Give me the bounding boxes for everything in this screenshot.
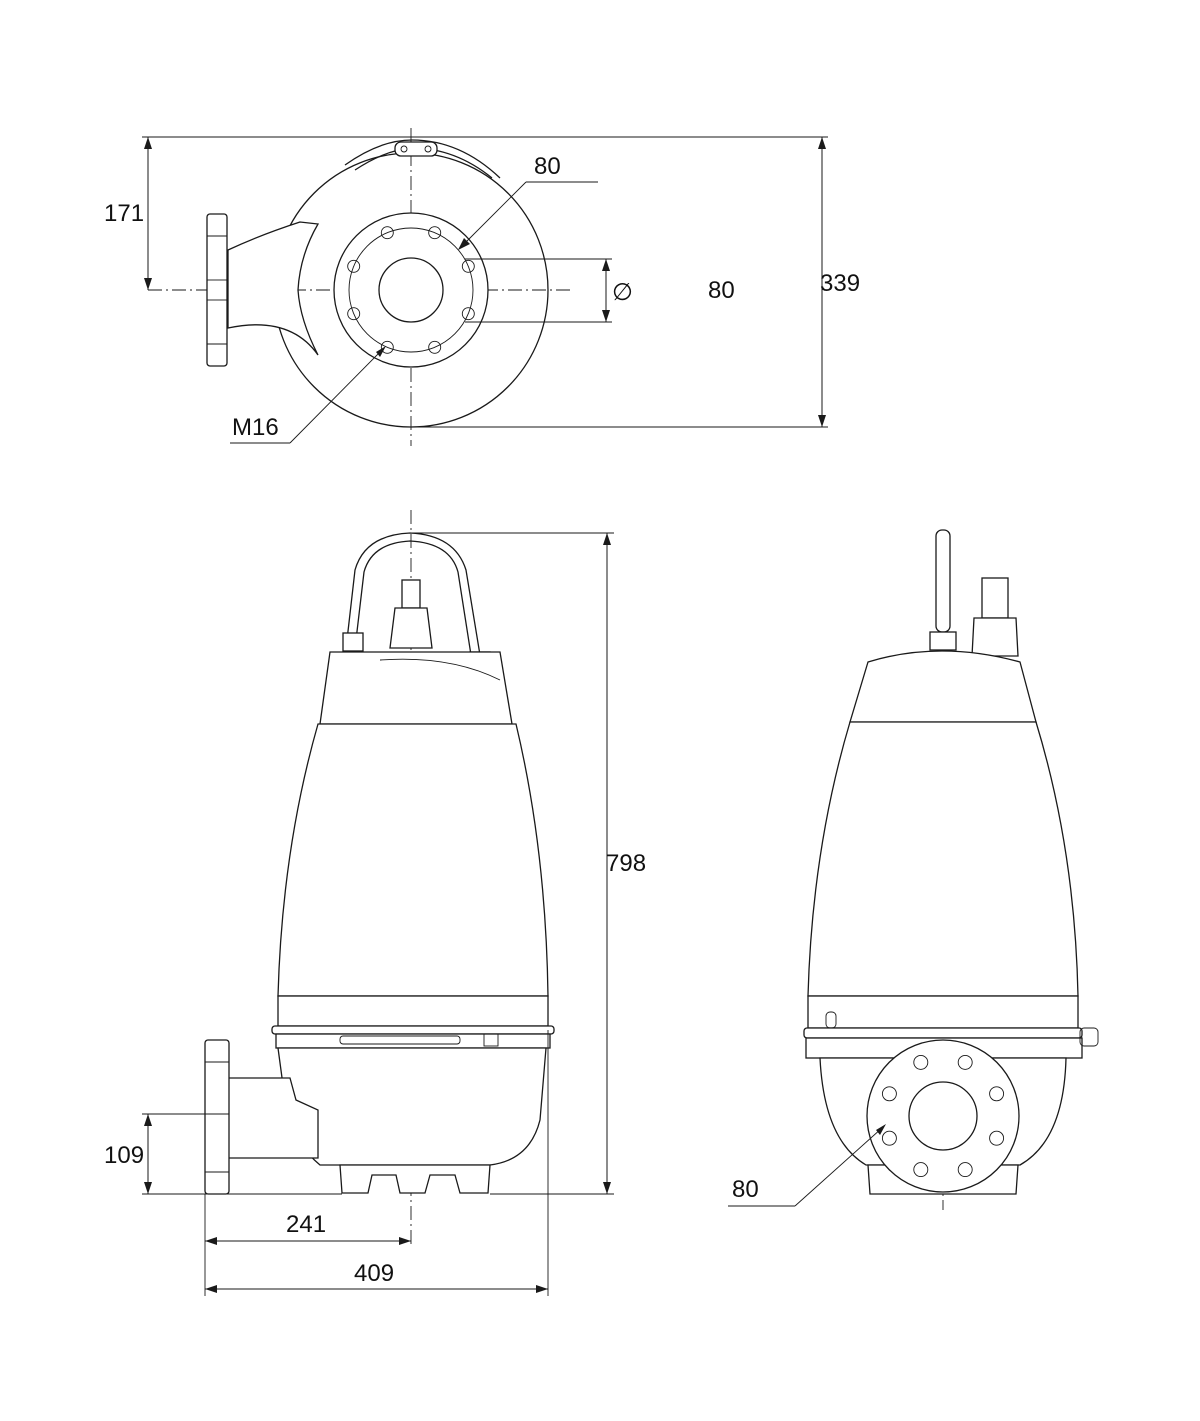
dim-arrow	[144, 1114, 152, 1126]
dim-arrow	[399, 1237, 411, 1245]
handle-clamp	[394, 141, 438, 157]
cable	[981, 577, 1009, 619]
front-view: 80	[728, 529, 1099, 1210]
dim-arrow	[603, 1182, 611, 1194]
clamp-ring	[271, 1025, 555, 1035]
outlet-flange-outer	[866, 1039, 1020, 1193]
lifting-bail-inner	[355, 540, 472, 656]
leader-arrow	[458, 238, 470, 250]
dim-arrow	[818, 137, 826, 149]
bolt-hole	[347, 307, 361, 321]
bolt-hole	[380, 340, 394, 354]
leader-arrow	[876, 1124, 886, 1135]
clamp-bolt	[424, 145, 432, 153]
motor-base-ring	[807, 995, 1079, 1029]
dim-arrow	[205, 1237, 217, 1245]
front-outlet-size-label: 80	[732, 1176, 759, 1203]
outlet-flange-outer	[333, 212, 489, 368]
dim-arrow	[818, 415, 826, 427]
motor-body	[277, 723, 549, 997]
dim-339-label: 339	[820, 270, 860, 297]
outlet-flange	[204, 1039, 230, 1195]
pump-feet	[339, 1164, 491, 1194]
bolt-thread-label: M16	[232, 414, 279, 441]
bail-nut	[342, 632, 364, 652]
side-view: 798 109 241 409	[104, 510, 646, 1296]
dim-arrow	[144, 278, 152, 290]
cable-gland	[971, 617, 1019, 657]
flange-size-label: 80	[534, 153, 561, 180]
outlet-flange-ring	[348, 227, 474, 353]
bolt-hole-group	[881, 1054, 1005, 1178]
dim-409-label: 409	[354, 1260, 394, 1287]
bolt-hole	[957, 1162, 973, 1178]
bolt-circle-value: 80	[708, 277, 735, 304]
flange-bolt-slot	[206, 279, 228, 301]
lifting-handle	[344, 139, 501, 179]
discharge-flange	[206, 213, 228, 367]
clamp-latch	[483, 1033, 499, 1047]
clamp-latch	[1079, 1027, 1099, 1047]
bolt-hole	[957, 1054, 973, 1070]
leader-line	[794, 1127, 883, 1207]
bolt-hole	[347, 259, 361, 273]
cable	[401, 579, 421, 609]
outlet-bore	[908, 1081, 978, 1151]
bolt-hole	[428, 226, 442, 240]
bolt-hole	[913, 1054, 929, 1070]
dim-109-label: 109	[104, 1142, 144, 1169]
leader-arrow	[376, 346, 386, 357]
dim-arrow	[602, 259, 610, 271]
leader-line	[461, 181, 527, 247]
motor-body	[807, 721, 1079, 997]
dim-arrow	[144, 137, 152, 149]
bolt-hole	[881, 1130, 897, 1146]
side-lug	[825, 1011, 837, 1029]
dim-arrow	[603, 533, 611, 545]
motor-top-cover	[319, 651, 513, 725]
dim-arrow	[602, 310, 610, 322]
bolt-hole	[913, 1162, 929, 1178]
lifting-bail	[346, 532, 481, 656]
clamp-lever	[339, 1035, 461, 1045]
bolt-hole	[989, 1086, 1005, 1102]
bolt-hole	[989, 1130, 1005, 1146]
dim-arrow	[205, 1285, 217, 1293]
bolt-hole	[461, 307, 475, 321]
leader-line	[289, 349, 383, 444]
top-view: 80 ∅ 80 M16 171 339	[104, 128, 860, 446]
clamp-bolt	[400, 145, 408, 153]
cable-gland	[389, 607, 433, 649]
dim-241-label: 241	[286, 1211, 326, 1238]
cover-contour	[379, 658, 501, 681]
dim-171-label: 171	[104, 200, 144, 227]
diameter-symbol: ∅	[612, 279, 633, 306]
dim-798-label: 798	[606, 850, 646, 877]
bail-nut	[929, 631, 957, 651]
bolt-hole	[881, 1086, 897, 1102]
clamp-ring	[803, 1027, 1083, 1039]
bolt-hole	[380, 226, 394, 240]
motor-base-ring	[277, 995, 549, 1027]
dim-arrow	[536, 1285, 548, 1293]
outlet-bore	[378, 257, 444, 323]
bolt-hole	[461, 259, 475, 273]
bail-rod	[935, 529, 951, 633]
discharge-pipe	[227, 221, 320, 356]
bolt-hole	[428, 340, 442, 354]
dim-arrow	[144, 1182, 152, 1194]
motor-top-cover	[849, 650, 1037, 723]
bolt-hole-group	[347, 226, 475, 354]
